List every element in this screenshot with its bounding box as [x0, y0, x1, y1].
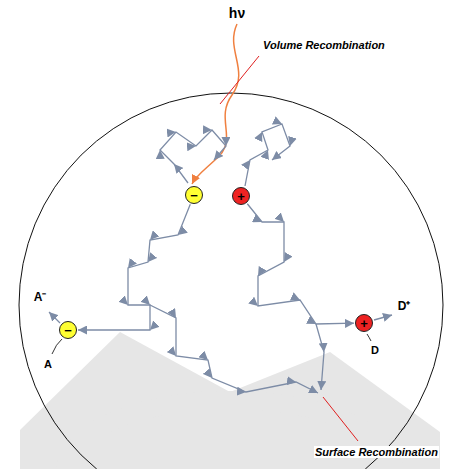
tick-line — [367, 334, 371, 341]
hole-circle: + — [355, 314, 373, 332]
hole-circle: + — [232, 187, 250, 205]
charge-sign: − — [64, 324, 72, 337]
particle-outline — [19, 93, 443, 469]
species-label: D — [370, 344, 380, 357]
electron-circle: − — [59, 321, 77, 339]
species-label: A⁻ — [33, 291, 48, 305]
photon-label: hν — [228, 5, 246, 21]
tick-line — [52, 339, 62, 354]
charge-sign: − — [190, 189, 198, 202]
random-walk — [160, 130, 226, 183]
charge-sign: + — [237, 190, 245, 203]
transfer-arrow — [49, 312, 60, 323]
charge-sign: + — [360, 317, 368, 330]
watermark-ring — [65, 400, 395, 469]
leader-line — [323, 397, 358, 441]
callout-label: Surface Recombination — [314, 446, 439, 459]
random-walk-connector — [247, 204, 354, 324]
species-label: D⁺ — [397, 300, 412, 314]
species-label: A — [43, 358, 53, 371]
leader-line — [220, 56, 259, 104]
random-walk — [316, 324, 324, 390]
callout-label: Volume Recombination — [262, 39, 386, 52]
electron-circle: − — [185, 186, 203, 204]
random-walk-connector — [78, 204, 190, 330]
photon-wave — [192, 24, 239, 184]
random-walk — [150, 305, 318, 393]
random-walk — [245, 124, 290, 186]
transfer-arrow — [374, 315, 392, 320]
